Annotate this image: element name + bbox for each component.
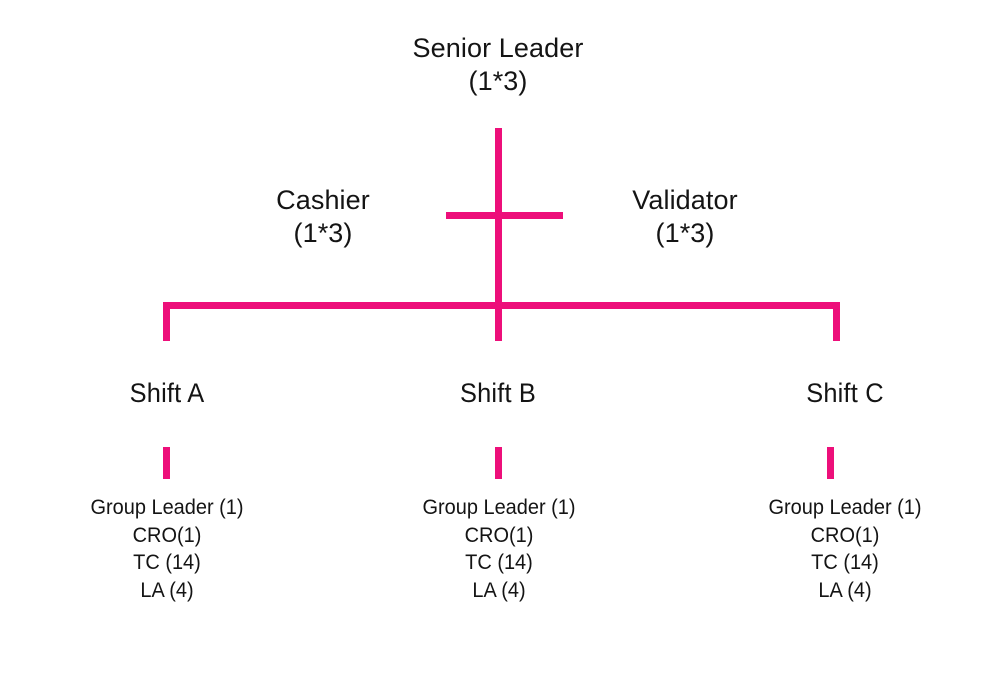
- node-shift-a: Shift A: [73, 377, 261, 410]
- node-roles-shift-b: Group Leader (1) CRO(1) TC (14) LA (4): [393, 494, 606, 605]
- node-shift-c-label: Shift C: [806, 378, 884, 408]
- node-shift-a-label: Shift A: [129, 378, 205, 408]
- role-line: TC (14): [133, 551, 201, 575]
- role-line: Group Leader (1): [422, 496, 576, 519]
- node-validator-label: Validator: [632, 185, 738, 215]
- role-line: Group Leader (1): [768, 496, 922, 519]
- role-line: Group Leader (1): [90, 496, 244, 519]
- role-line: LA (4): [818, 579, 872, 603]
- role-line: TC (14): [811, 551, 879, 575]
- connector-stub-shift-a: [163, 447, 170, 479]
- node-senior-leader-label: Senior Leader: [412, 33, 584, 63]
- connector-drop-shift-c: [833, 302, 840, 341]
- node-shift-c: Shift C: [751, 377, 939, 410]
- node-senior-leader-count: (1*3): [468, 65, 528, 96]
- node-shift-b: Shift B: [404, 377, 592, 410]
- node-senior-leader: Senior Leader (1*3): [348, 32, 648, 98]
- role-line: LA (4): [472, 579, 526, 603]
- node-validator: Validator (1*3): [585, 184, 785, 250]
- node-cashier: Cashier (1*3): [223, 184, 423, 250]
- connector-stub-shift-c: [827, 447, 834, 479]
- node-cashier-label: Cashier: [276, 185, 370, 215]
- node-validator-count: (1*3): [655, 217, 715, 248]
- node-roles-shift-c: Group Leader (1) CRO(1) TC (14) LA (4): [739, 494, 952, 605]
- role-line: CRO(1): [810, 523, 880, 547]
- connector-trunk-vertical: [495, 128, 502, 341]
- role-line: LA (4): [140, 579, 194, 603]
- role-line: TC (14): [465, 551, 533, 575]
- role-line: CRO(1): [132, 523, 202, 547]
- connector-drop-shift-a: [163, 302, 170, 341]
- node-shift-b-label: Shift B: [459, 378, 537, 408]
- connector-shift-bus: [163, 302, 840, 309]
- role-line: CRO(1): [464, 523, 534, 547]
- connector-staff-crossbar: [446, 212, 563, 219]
- node-roles-shift-a: Group Leader (1) CRO(1) TC (14) LA (4): [61, 494, 274, 605]
- connector-stub-shift-b: [495, 447, 502, 479]
- node-cashier-count: (1*3): [293, 217, 353, 248]
